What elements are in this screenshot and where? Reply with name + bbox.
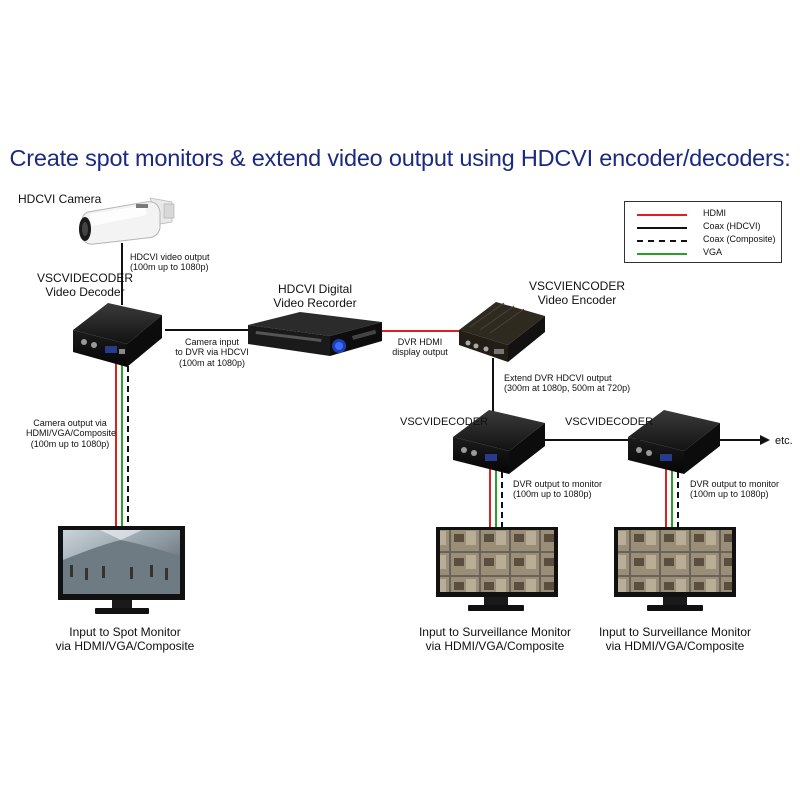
camera-input-note: Camera input to DVR via HDCVI (100m at 1… — [165, 337, 259, 368]
camera-output-via-note: Camera output via HDMI/VGA/Composite (10… — [26, 418, 117, 449]
dvr-icon — [248, 312, 382, 356]
decoder-b-icon — [628, 410, 720, 474]
dvr-output-b-note-line2: (100m up to 1080p) — [690, 489, 769, 500]
encoder-label-line1: VSCVIENCODER — [528, 279, 626, 293]
decoder-a-label: VSCVIDECODER — [400, 416, 489, 428]
etc-label: etc. — [775, 435, 793, 447]
camera-output-note: HDCVI video output (100m up to 1080p) — [130, 252, 210, 273]
surveillance-monitor-b-caption: Input to Surveillance Monitor via HDMI/V… — [590, 625, 760, 654]
legend-item-coax-composite: Coax (Composite) — [637, 234, 777, 246]
camera-label: HDCVI Camera — [18, 192, 102, 206]
page-title: Create spot monitors & extend video outp… — [9, 145, 791, 171]
camera-output-via-note-line3: (100m up to 1080p) — [30, 438, 110, 449]
surveillance-monitor-a-caption-line1: Input to Surveillance Monitor — [418, 625, 572, 639]
camera-output-via-note-line1: Camera output via — [33, 418, 107, 428]
spot-monitor-caption-line1: Input to Spot Monitor — [69, 625, 181, 639]
dvr-hdmi-note-line2: display output — [392, 347, 448, 358]
decoder-main-label-line2: Video Decoder — [45, 284, 125, 299]
legend-swatch — [637, 240, 687, 242]
surveillance-monitor-b-caption-line2: via HDMI/VGA/Composite — [605, 638, 745, 653]
surveillance-monitor-a-icon — [436, 527, 558, 611]
legend: HDMI Coax (HDCVI) Coax (Composite) VGA — [624, 201, 782, 263]
dvr-hdmi-note: DVR HDMI display output — [384, 337, 456, 358]
dvr-output-a-note-line2: (100m up to 1080p) — [513, 489, 592, 500]
dvr-output-a-note-line1: DVR output to monitor — [513, 479, 603, 489]
dvr-output-b-note-line1: DVR output to monitor — [690, 479, 780, 489]
arrow-head-icon — [760, 435, 770, 445]
dvr-output-a-note: DVR output to monitor (100m up to 1080p) — [513, 479, 602, 500]
camera-input-note-line3: (100m at 1080p) — [178, 357, 246, 368]
camera-input-note-line2: to DVR via HDCVI — [175, 347, 249, 358]
legend-item-coax-hdcvi: Coax (HDCVI) — [637, 221, 777, 233]
hdcvi-camera-icon — [79, 197, 175, 245]
dvr-label-line1: HDCVI Digital — [277, 282, 352, 296]
legend-swatch — [637, 253, 687, 255]
surveillance-monitor-b-icon — [614, 527, 736, 611]
surveillance-monitor-a-caption-line2: via HDMI/VGA/Composite — [425, 638, 565, 653]
encoder-label: VSCVIENCODER Video Encoder — [518, 279, 636, 308]
extend-note: Extend DVR HDCVI output (300m at 1080p, … — [504, 373, 630, 394]
dvr-label: HDCVI Digital Video Recorder — [255, 282, 375, 311]
legend-item-vga: VGA — [637, 247, 777, 259]
extend-note-line1: Extend DVR HDCVI output — [504, 373, 612, 383]
extend-note-line2: (300m at 1080p, 500m at 720p) — [504, 383, 631, 394]
legend-label: HDMI — [703, 208, 726, 218]
legend-label: VGA — [703, 247, 723, 257]
decoder-main-label: VSCVIDECODER Video Decoder — [30, 271, 140, 300]
decoder-b-label: VSCVIDECODER — [565, 416, 654, 428]
dvr-hdmi-note-line1: DVR HDMI — [397, 337, 443, 347]
decoder-main-icon — [73, 303, 162, 367]
camera-input-note-line1: Camera input — [184, 337, 240, 347]
dvr-label-line2: Video Recorder — [273, 295, 357, 310]
camera-output-note-line2: (100m up to 1080p) — [130, 262, 209, 273]
surveillance-monitor-a-caption: Input to Surveillance Monitor via HDMI/V… — [410, 625, 580, 654]
spot-monitor-caption-line2: via HDMI/VGA/Composite — [55, 638, 195, 653]
legend-label: Coax (HDCVI) — [703, 221, 761, 231]
spot-monitor-caption: Input to Spot Monitor via HDMI/VGA/Compo… — [40, 625, 210, 654]
legend-label: Coax (Composite) — [703, 234, 776, 244]
encoder-label-line2: Video Encoder — [537, 292, 617, 307]
camera-output-via-note-line2: HDMI/VGA/Composite — [26, 428, 117, 439]
legend-swatch — [637, 214, 687, 216]
dvr-output-b-note: DVR output to monitor (100m up to 1080p) — [690, 479, 779, 500]
legend-item-hdmi: HDMI — [637, 208, 777, 220]
spot-monitor-icon — [58, 526, 185, 614]
decoder-main-label-line1: VSCVIDECODER — [36, 271, 134, 285]
decoder-a-icon — [453, 410, 545, 474]
legend-swatch — [637, 227, 687, 229]
camera-output-note-line1: HDCVI video output — [130, 252, 210, 262]
encoder-icon — [459, 302, 545, 362]
surveillance-monitor-b-caption-line1: Input to Surveillance Monitor — [598, 625, 752, 639]
